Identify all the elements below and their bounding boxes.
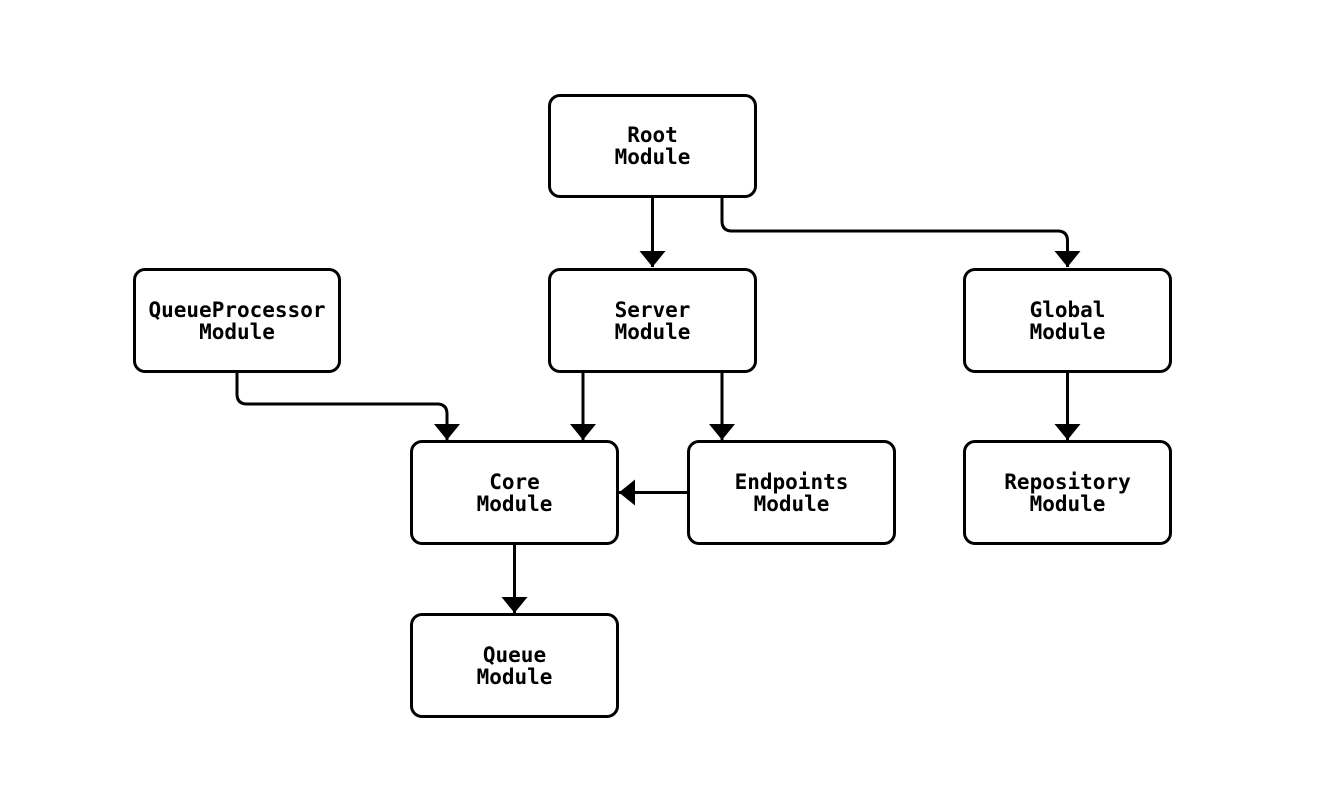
node-queue-module-label: Queue Module <box>476 642 553 689</box>
node-root-module: Root Module <box>548 94 757 198</box>
edge-queueprocessor-to-core <box>235 373 460 440</box>
node-core-module: Core Module <box>410 440 619 545</box>
node-endpoints-module: Endpoints Module <box>687 440 896 545</box>
node-server-module: Server Module <box>548 268 757 373</box>
node-core-module-label: Core Module <box>476 469 553 516</box>
node-queue-module: Queue Module <box>410 613 619 718</box>
node-queueprocessor-module: QueueProcessor Module <box>133 268 341 373</box>
edge-root-to-global <box>720 198 1081 267</box>
node-repository-module-label: Repository Module <box>1004 469 1131 516</box>
node-endpoints-module-label: Endpoints Module <box>734 469 849 516</box>
node-repository-module: Repository Module <box>963 440 1172 545</box>
node-server-module-label: Server Module <box>614 297 691 344</box>
node-root-module-label: Root Module <box>614 123 691 169</box>
node-queueprocessor-module-label: QueueProcessor Module <box>148 297 326 344</box>
node-global-module-label: Global Module <box>1029 297 1106 344</box>
node-global-module: Global Module <box>963 268 1172 373</box>
